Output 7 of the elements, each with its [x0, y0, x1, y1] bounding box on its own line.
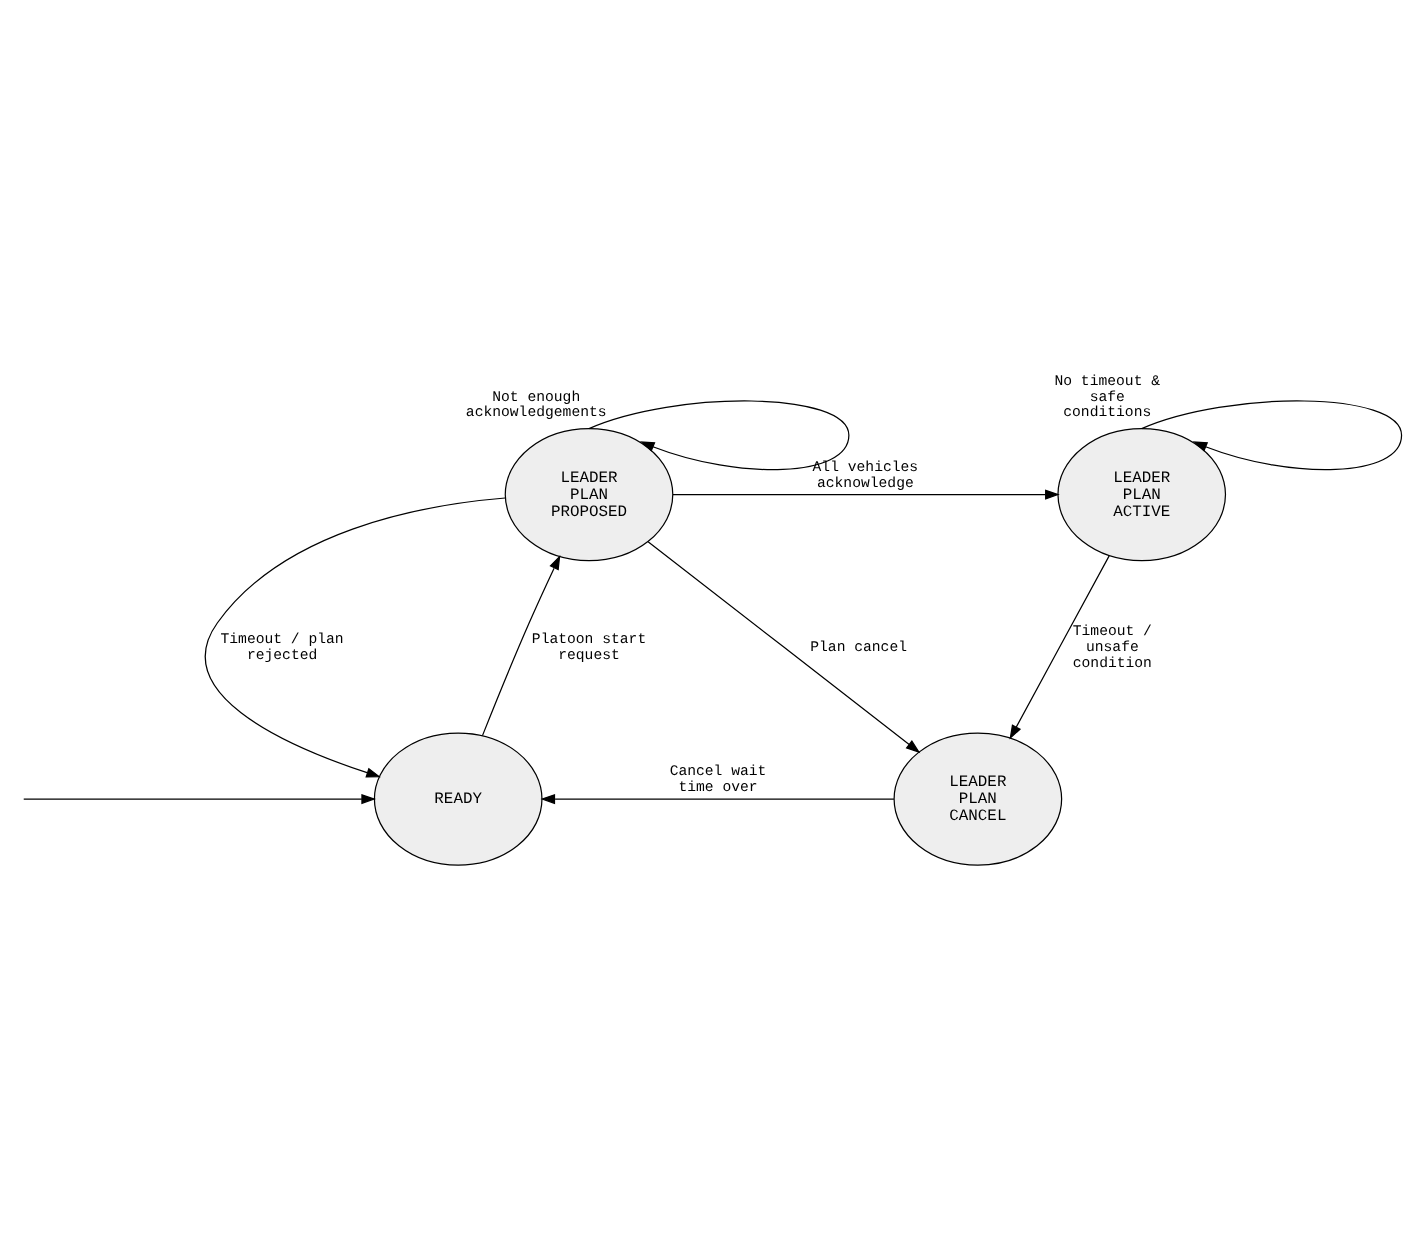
- arrow: [672, 488, 1060, 499]
- arrow: [540, 792, 895, 804]
- arrow: [1009, 554, 1110, 739]
- arrow: [23, 792, 377, 804]
- arrow: [647, 540, 921, 753]
- arrow: [204, 496, 506, 777]
- arrow: [481, 553, 561, 736]
